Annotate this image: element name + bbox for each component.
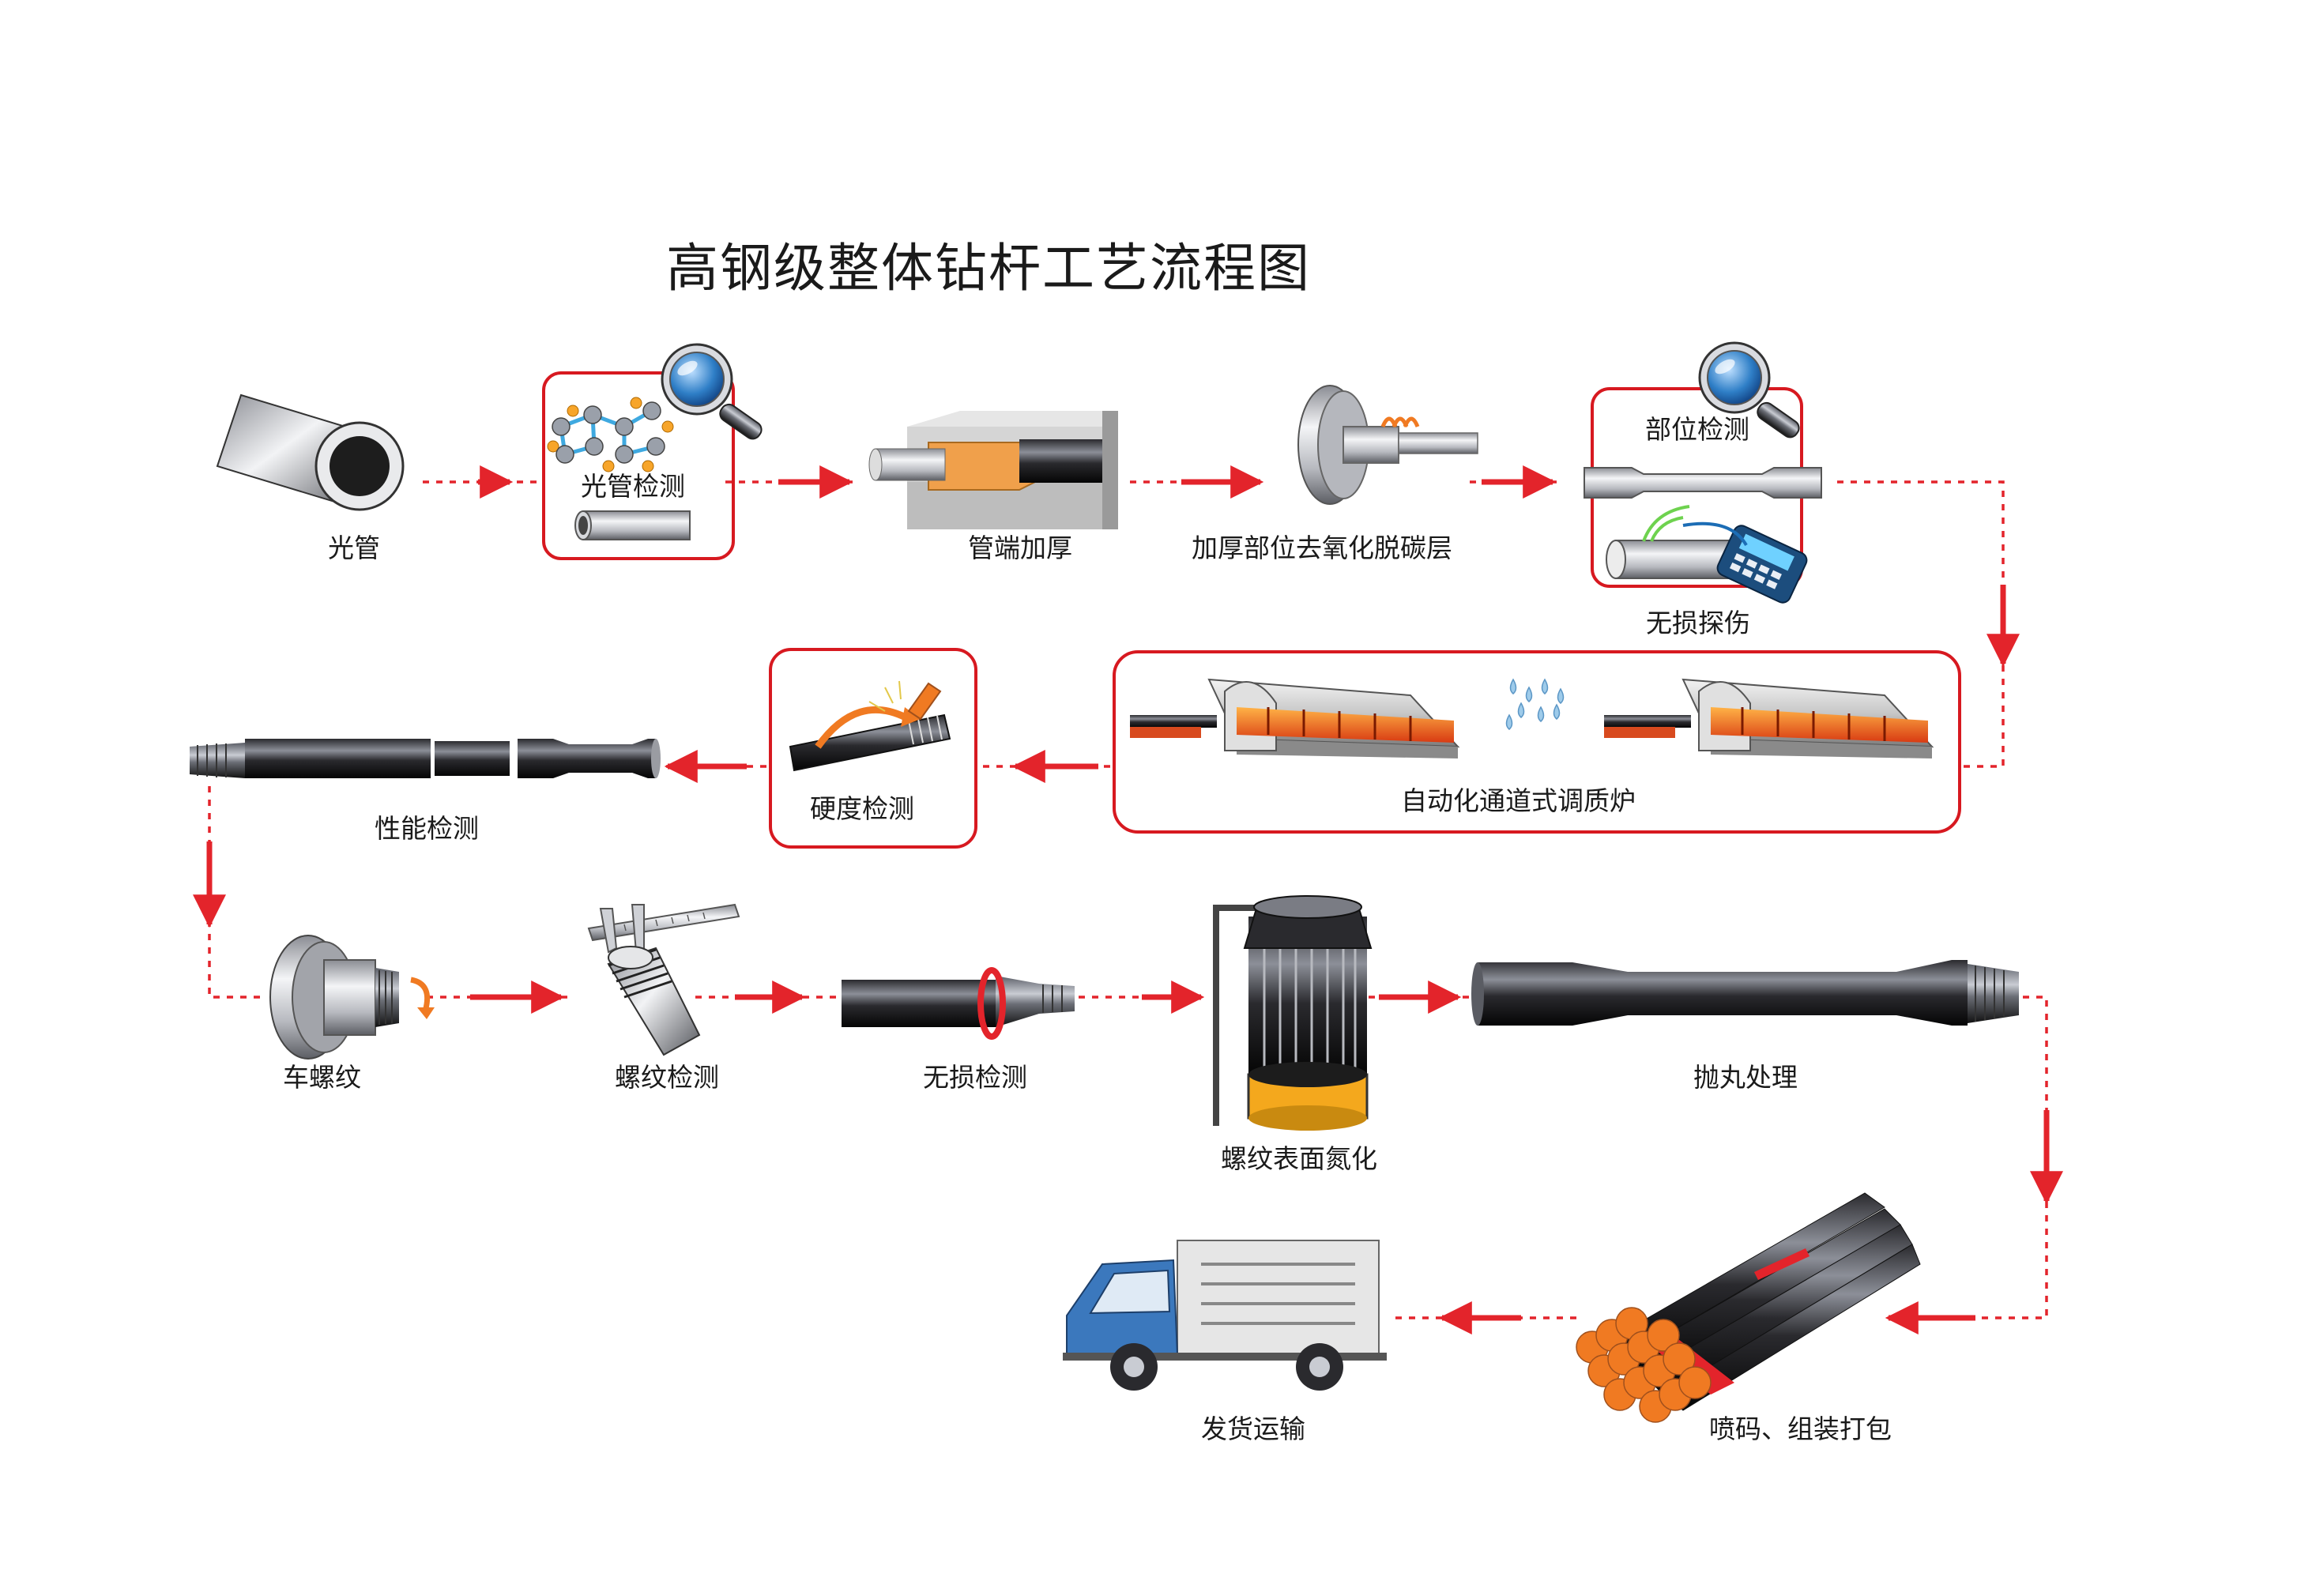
step-bare-pipe: 光管 [216, 393, 405, 563]
step-shot-blasting: 抛丸处理 [1471, 960, 2019, 1093]
caliper-icon [587, 903, 740, 954]
drill-pipe-icon [1471, 960, 2019, 1026]
pipe-bundle-icon [1576, 1192, 1921, 1423]
label-performance-test: 性能检测 [375, 813, 479, 844]
step-automatic-tunnel-furnace: 自动化通道式调质炉 [1113, 650, 1961, 834]
water-drops-icon [1505, 678, 1565, 730]
step-thread-inspection: 螺纹检测 [587, 903, 740, 1093]
label-hardness-test: 硬度检测 [810, 793, 914, 824]
upsetting-die-icon [868, 411, 1118, 529]
label-nondestructive-test: 无损检测 [923, 1062, 1027, 1093]
label-thread-turning: 车螺纹 [283, 1062, 361, 1093]
label-bare-pipe-inspection: 光管检测 [581, 471, 685, 502]
label-thread-surface-nitriding: 螺纹表面氮化 [1221, 1143, 1377, 1174]
box-hardness-test [769, 648, 977, 849]
step-performance-test: 性能检测 [190, 739, 661, 844]
box-bare-pipe-inspection [542, 371, 735, 560]
step-marking-packing: 喷码、组装打包 [1576, 1192, 1921, 1444]
tube-icon [216, 393, 405, 511]
step-thread-surface-nitriding: 螺纹表面氮化 [1213, 895, 1377, 1174]
label-thread-inspection: 螺纹检测 [615, 1062, 719, 1093]
pipe-icon [1584, 467, 1822, 499]
lathe-chuck-icon [269, 935, 435, 1060]
coil-ring-icon [977, 967, 1006, 1040]
step-position-and-flaw-inspection: 部位检测 无损探伤 [1584, 341, 1822, 638]
pipe-icon [842, 976, 1075, 1027]
magnifier-icon [661, 343, 766, 443]
label-marking-packing: 喷码、组装打包 [1709, 1413, 1892, 1444]
step-pipe-end-upsetting: 管端加厚 [868, 411, 1118, 563]
furnace-icon [1130, 678, 1460, 758]
pipe-icon [607, 946, 701, 1056]
grinding-wheel-icon [1297, 385, 1478, 505]
hardness-tester-icon [789, 680, 951, 772]
tube-icon [574, 510, 691, 540]
step-hardness-test: 硬度检测 [769, 648, 977, 849]
label-nondestructive-flaw-detection: 无损探伤 [1646, 608, 1750, 638]
truck-icon [1063, 1240, 1387, 1391]
step-nondestructive-test: 无损检测 [842, 967, 1075, 1093]
label-upset-decarburization-removal: 加厚部位去氧化脱碳层 [1192, 533, 1452, 563]
label-bare-pipe: 光管 [328, 533, 380, 563]
step-upset-decarburization-removal: 加厚部位去氧化脱碳层 [1192, 385, 1478, 563]
step-thread-turning: 车螺纹 [269, 935, 435, 1093]
step-shipping: 发货运输 [1063, 1240, 1387, 1444]
molecule-icon [547, 397, 674, 472]
flow-connectors [193, 465, 2063, 1334]
furnace-icon [1604, 678, 1934, 758]
box-automatic-tunnel-furnace [1113, 650, 1961, 834]
drill-pipe-icon [190, 739, 661, 778]
label-pipe-end-upsetting: 管端加厚 [968, 533, 1072, 563]
diagram-title: 高钢级整体钻杆工艺流程图 [666, 238, 1311, 299]
nitriding-tank-icon [1213, 895, 1373, 1131]
label-automatic-tunnel-furnace: 自动化通道式调质炉 [1401, 785, 1636, 816]
label-shot-blasting: 抛丸处理 [1693, 1062, 1798, 1093]
label-position-inspection: 部位检测 [1645, 414, 1749, 445]
label-shipping: 发货运输 [1201, 1413, 1305, 1444]
step-bare-pipe-inspection: 光管检测 [542, 343, 766, 560]
ultrasonic-detector-icon [1642, 505, 1808, 604]
